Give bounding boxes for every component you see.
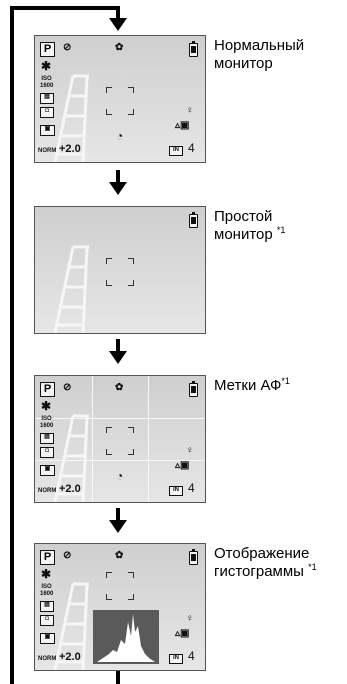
exposure-value: +2.0 (59, 483, 81, 495)
macro-icon: ✿ (115, 382, 124, 393)
voice-memo-icon: ♀ (186, 105, 194, 116)
loop-top-line (10, 6, 120, 10)
battery-icon (189, 381, 198, 397)
metering-icon: ◘ (40, 447, 54, 458)
nr-indicator: NORM (38, 656, 57, 662)
drive-mode-icon: ▤ (40, 93, 54, 104)
arrow-1-stem (116, 170, 120, 184)
mode-indicator: P (40, 550, 55, 565)
iso-indicator: ISO 1600 (40, 584, 54, 597)
screen-af-marks: P ⊘ ✿ ✱ ISO 1600 ▤ ◘ ▣ NORM +2.0 ◔ ♀ ▵▣ … (34, 375, 206, 503)
macro-icon: ✿ (115, 550, 124, 561)
arrow-1-icon (109, 182, 127, 195)
white-balance-icon: ✱ (41, 59, 52, 73)
battery-icon (189, 549, 198, 565)
grid-line (35, 418, 205, 419)
self-timer-icon: ◔ (116, 129, 124, 143)
arrow-2-icon (109, 351, 127, 364)
flash-icon: ⊘ (63, 42, 72, 53)
white-balance-icon: ✱ (41, 567, 52, 581)
histogram-panel (93, 610, 159, 664)
scene-photo (35, 376, 205, 502)
flash-icon: ⊘ (63, 382, 72, 393)
mode-indicator: P (40, 42, 55, 57)
af-target-frame (106, 572, 134, 600)
loop-left-line (10, 6, 14, 684)
battery-icon (189, 41, 198, 57)
voice-memo-icon: ♀ (186, 613, 194, 624)
focus-mode-icon: ▵▣ (175, 460, 190, 471)
focus-mode-icon: ▵▣ (175, 120, 190, 131)
metering-icon: ◘ (40, 615, 54, 626)
histogram-curve (97, 614, 155, 662)
af-target-frame (106, 87, 134, 115)
remaining-shots: 4 (188, 141, 195, 155)
battery-icon (189, 212, 198, 228)
white-balance-icon: ✱ (41, 399, 52, 413)
grid-line (148, 376, 149, 502)
entry-arrow-stem (116, 6, 120, 20)
remaining-shots: 4 (188, 481, 195, 495)
nr-indicator: NORM (38, 148, 57, 154)
flash-icon: ⊘ (63, 550, 72, 561)
label-histogram: Отображение гистограммы *1 (214, 545, 317, 580)
footnote-marker: *1 (308, 562, 317, 572)
iso-indicator: ISO 1600 (40, 76, 54, 89)
resolution-icon: ▣ (40, 465, 55, 476)
memory-indicator: IN (169, 486, 183, 496)
screen-normal-monitor: P ⊘ ✿ ✱ ISO 1600 ▤ ◘ ▣ NORM +2.0 ◔ ♀ ▵▣ … (34, 35, 206, 163)
drive-mode-icon: ▤ (40, 601, 54, 612)
self-timer-icon: ◔ (116, 469, 124, 483)
scene-photo (35, 207, 205, 333)
memory-indicator: IN (169, 146, 183, 156)
exposure-value: +2.0 (59, 651, 81, 663)
exposure-value: +2.0 (59, 143, 81, 155)
label-normal-monitor: Нормальный монитор (214, 37, 305, 72)
af-target-frame (106, 258, 134, 286)
iso-indicator: ISO 1600 (40, 416, 54, 429)
resolution-icon: ▣ (40, 125, 55, 136)
label-simple-monitor: Простой монитор *1 (214, 208, 286, 243)
metering-icon: ◘ (40, 107, 54, 118)
arrow-3-stem (116, 508, 120, 522)
macro-icon: ✿ (115, 42, 124, 53)
grid-line (35, 460, 205, 461)
screen-simple-monitor (34, 206, 206, 334)
footnote-marker: *1 (281, 376, 290, 386)
mode-indicator: P (40, 382, 55, 397)
scene-photo (35, 36, 205, 162)
screen-histogram: P ⊘ ✿ ✱ ISO 1600 ▤ ◘ ▣ NORM +2.0 ♀ ▵▣ IN… (34, 543, 206, 671)
arrow-3-icon (109, 520, 127, 533)
arrow-2-stem (116, 339, 120, 353)
resolution-icon: ▣ (40, 633, 55, 644)
drive-mode-icon: ▤ (40, 433, 54, 444)
entry-arrow-icon (109, 18, 127, 31)
af-target-frame (106, 427, 134, 455)
footnote-marker: *1 (276, 225, 286, 235)
voice-memo-icon: ♀ (186, 445, 194, 456)
label-af-marks: Метки АФ*1 (214, 376, 290, 395)
nr-indicator: NORM (38, 488, 57, 494)
grid-line (92, 376, 93, 502)
memory-indicator: IN (169, 654, 183, 664)
exit-arrow-stem (116, 666, 120, 684)
remaining-shots: 4 (188, 649, 195, 663)
focus-mode-icon: ▵▣ (175, 628, 190, 639)
